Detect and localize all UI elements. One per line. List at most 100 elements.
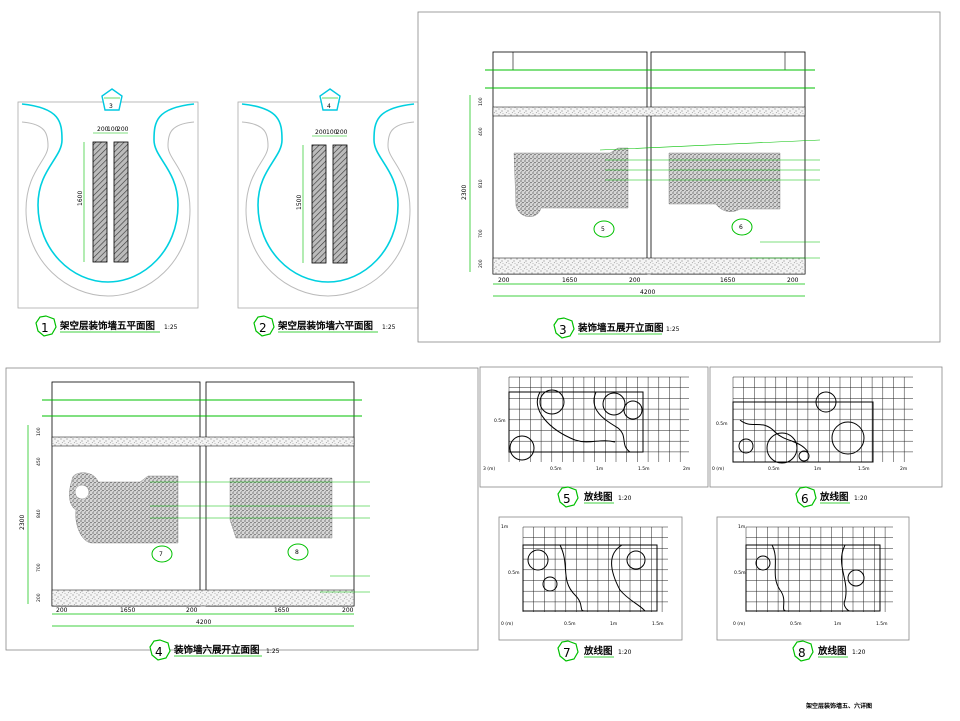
- plan-dim-length: 1600: [77, 191, 84, 206]
- plan-dim-100: 100: [107, 126, 119, 133]
- svg-text:7: 7: [563, 646, 571, 660]
- svg-text:3: 3: [559, 323, 567, 337]
- plan2-dim-200: 200: [315, 129, 327, 136]
- e5-vdim-2: 810: [478, 179, 484, 188]
- e5-total-h: 2300: [461, 185, 468, 200]
- svg-text:8: 8: [295, 549, 299, 556]
- svg-text:2: 2: [259, 321, 267, 335]
- svg-text:0.5m: 0.5m: [564, 621, 576, 627]
- sheet-footer-title: 架空层装饰墙五、六详图: [805, 702, 872, 710]
- svg-text:5: 5: [601, 226, 605, 233]
- svg-text:1m: 1m: [501, 524, 508, 530]
- callout-4-label: 4: [327, 103, 331, 110]
- e5-vdim-0: 100: [478, 97, 484, 106]
- title-8-scale: 1:20: [852, 649, 866, 656]
- svg-text:3 (m): 3 (m): [483, 466, 495, 472]
- svg-text:0.5m: 0.5m: [550, 466, 562, 472]
- svg-text:200: 200: [629, 277, 641, 284]
- callout-3-label: 3: [109, 103, 113, 110]
- svg-text:0.5m: 0.5m: [734, 570, 746, 576]
- svg-text:200: 200: [342, 607, 354, 614]
- title-1-text: 架空层装饰墙五平面图: [59, 320, 155, 332]
- svg-text:840: 840: [36, 509, 42, 518]
- grid-lines-5: [508, 376, 689, 462]
- svg-text:200: 200: [56, 607, 68, 614]
- title-6-scale: 1:20: [854, 495, 868, 502]
- title-4-text: 装饰墙六展开立面图: [173, 644, 260, 656]
- svg-text:1.5m: 1.5m: [652, 621, 664, 627]
- title-view-3: 3 装饰墙五展开立面图 1:25: [553, 317, 680, 339]
- svg-text:450: 450: [36, 457, 42, 466]
- title-2-text: 架空层装饰墙六平面图: [277, 320, 373, 332]
- grid-lines-6: [732, 376, 913, 462]
- title-3-text: 装饰墙五展开立面图: [577, 322, 664, 334]
- e5-vdim-1: 400: [478, 127, 484, 136]
- title-view-4: 4 装饰墙六展开立面图 1:25: [149, 639, 280, 661]
- svg-text:200: 200: [498, 277, 510, 284]
- svg-text:5: 5: [563, 492, 571, 506]
- svg-text:1.5m: 1.5m: [858, 466, 870, 472]
- svg-text:0 (m): 0 (m): [733, 621, 745, 627]
- setout-grid-7: 1m 0 (m) 0.5m 1m 1.5m 0.5m: [498, 516, 683, 641]
- title-5-text: 放线图: [583, 491, 613, 503]
- svg-text:0.5m: 0.5m: [768, 466, 780, 472]
- section-callout-3: [101, 88, 123, 111]
- svg-text:1650: 1650: [274, 607, 289, 614]
- title-view-7: 7 放线图 1:20: [557, 640, 632, 662]
- svg-text:1: 1: [41, 321, 49, 335]
- section-callout-4: [319, 88, 341, 111]
- svg-text:8: 8: [798, 646, 806, 660]
- e5-vdim-3: 700: [478, 229, 484, 238]
- title-view-5: 5 放线图 1:20: [557, 486, 632, 508]
- plan-view-5: 200 100 200 1600 3: [17, 88, 199, 309]
- svg-text:0 (m): 0 (m): [712, 466, 724, 472]
- svg-text:2m: 2m: [900, 466, 907, 472]
- grid-lines-8: [745, 526, 893, 612]
- plan2-dim-100: 100: [326, 129, 338, 136]
- title-view-6: 6 放线图 1:20: [795, 486, 868, 508]
- plan2-dim-length: 1500: [296, 195, 303, 210]
- plan-view-6: 200 100 200 1500 4: [237, 88, 419, 309]
- svg-text:100: 100: [36, 427, 42, 436]
- title-8-text: 放线图: [817, 645, 847, 657]
- svg-text:4: 4: [155, 645, 163, 659]
- svg-text:2m: 2m: [683, 466, 690, 472]
- svg-text:200: 200: [186, 607, 198, 614]
- elevation-view-5: 100 400 810 700 200 2300 200 1650 200 16…: [417, 11, 941, 343]
- plan2-dim-200b: 200: [336, 129, 348, 136]
- plan-dim-200b: 200: [117, 126, 129, 133]
- svg-text:0.5m: 0.5m: [790, 621, 802, 627]
- svg-text:1650: 1650: [562, 277, 577, 284]
- svg-text:1m: 1m: [596, 466, 603, 472]
- elevation-view-6: 100 450 840 700 200 2300 200 1650 200 16…: [5, 367, 479, 651]
- svg-text:0.5m: 0.5m: [508, 570, 520, 576]
- svg-text:6: 6: [739, 224, 743, 231]
- title-view-1: 1 架空层装饰墙五平面图 1:25: [35, 315, 178, 337]
- setout-grid-8: 1m 0 (m) 0.5m 1m 1.5m 0.5m: [716, 516, 910, 641]
- e5-vdim-4: 200: [478, 259, 484, 268]
- svg-text:1.5m: 1.5m: [876, 621, 888, 627]
- svg-text:1650: 1650: [720, 277, 735, 284]
- title-6-text: 放线图: [819, 491, 849, 503]
- svg-text:6: 6: [801, 492, 809, 506]
- title-2-scale: 1:25: [382, 324, 396, 331]
- svg-text:1.5m: 1.5m: [638, 466, 650, 472]
- svg-text:200: 200: [787, 277, 799, 284]
- svg-text:0.5m: 0.5m: [494, 418, 506, 424]
- title-view-8: 8 放线图 1:20: [792, 640, 866, 662]
- svg-text:0 (m): 0 (m): [501, 621, 513, 627]
- title-5-scale: 1:20: [618, 495, 632, 502]
- svg-text:1m: 1m: [610, 621, 617, 627]
- plan-dim-200: 200: [97, 126, 109, 133]
- setout-grid-5: 3 (m) 0.5m 1m 1.5m 2m 0.5m: [479, 366, 709, 488]
- title-7-scale: 1:20: [618, 649, 632, 656]
- svg-text:700: 700: [36, 563, 42, 572]
- e6-total-w: 4200: [196, 619, 211, 626]
- title-3-scale: 1:25: [666, 326, 680, 333]
- title-4-scale: 1:25: [266, 648, 280, 655]
- svg-text:1650: 1650: [120, 607, 135, 614]
- title-view-2: 2 架空层装饰墙六平面图 1:25: [253, 315, 396, 337]
- svg-text:1m: 1m: [814, 466, 821, 472]
- title-1-scale: 1:25: [164, 324, 178, 331]
